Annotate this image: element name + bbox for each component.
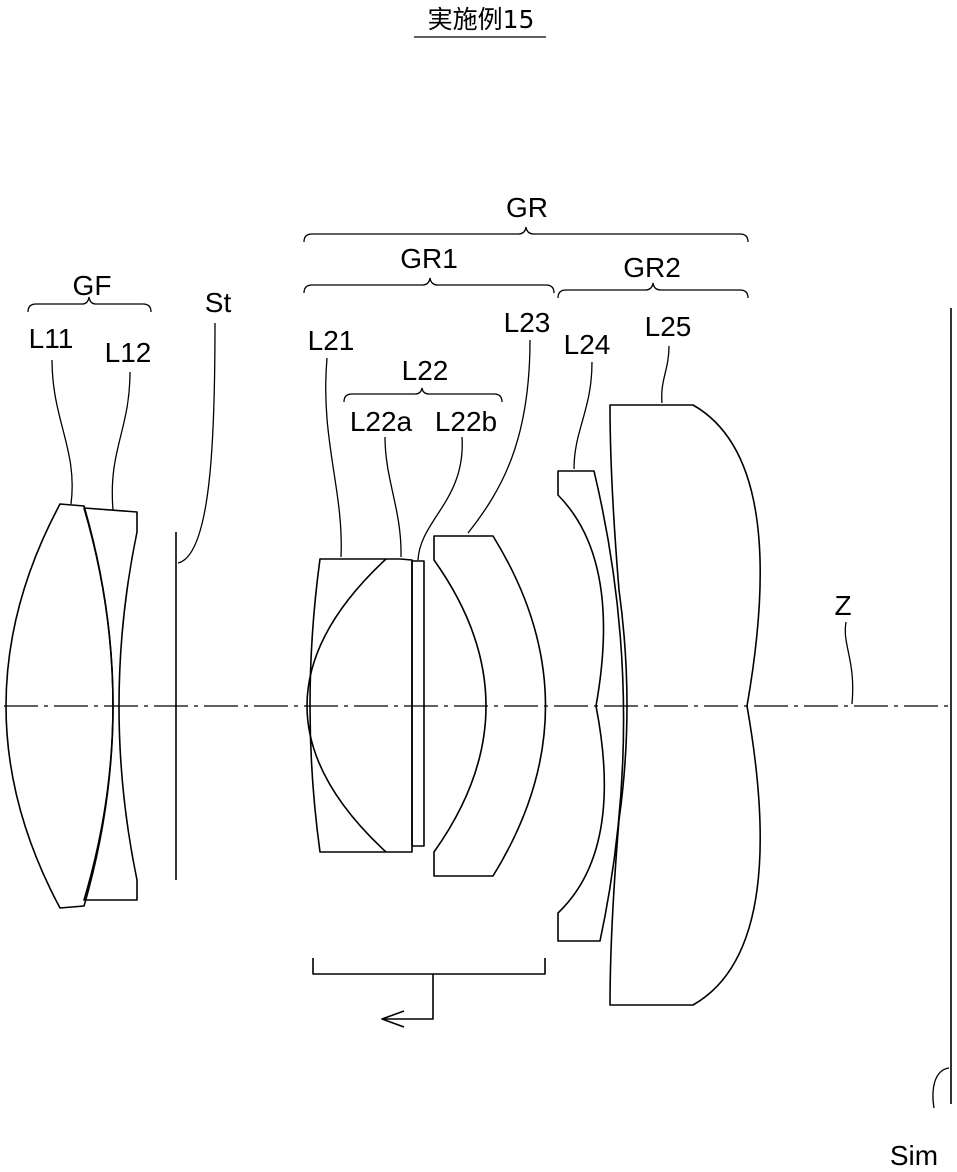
lens-l25 [609,404,761,1006]
focus-arrow [382,974,434,1020]
label-z: Z [834,590,851,621]
label-l23: L23 [504,307,551,338]
lens-l22a [306,558,387,853]
focus-bracket [312,958,546,975]
label-gr1: GR1 [400,243,458,274]
brace-gr2 [557,282,749,299]
figure-title: 実施例15 [428,5,535,34]
leader-l25 [661,345,670,404]
lens-l12 [83,507,138,901]
brace-l22 [343,387,503,403]
lens-l22b [411,560,425,847]
brace-gr [303,226,749,243]
focus-arrowhead [381,1010,405,1028]
label-gr: GR [506,192,548,223]
lens-l24 [557,470,625,942]
label-gf: GF [73,270,112,301]
label-l21: L21 [308,325,355,356]
leader-sim [932,1067,950,1109]
brace-gf [27,296,152,313]
label-l25: L25 [645,311,692,342]
label-gr2: GR2 [623,252,681,283]
label-l22a: L22a [350,406,413,437]
leader-l23 [467,339,531,534]
leader-l24 [573,361,593,470]
lens-l23 [433,535,547,877]
leader-l21 [325,357,342,558]
label-l24: L24 [564,329,611,360]
leader-l12 [111,371,131,511]
label-l11: L11 [29,323,74,354]
label-l22b: L22b [435,406,497,437]
leader-z [844,621,854,705]
label-l12: L12 [105,337,152,368]
leader-l22b [417,436,463,561]
label-sim: Sim [890,1140,938,1171]
label-st: St [205,287,232,318]
brace-gr1 [303,277,555,294]
leader-l11 [51,359,73,505]
leader-st [177,322,216,564]
leader-l22a [384,436,402,558]
label-l22: L22 [402,355,449,386]
